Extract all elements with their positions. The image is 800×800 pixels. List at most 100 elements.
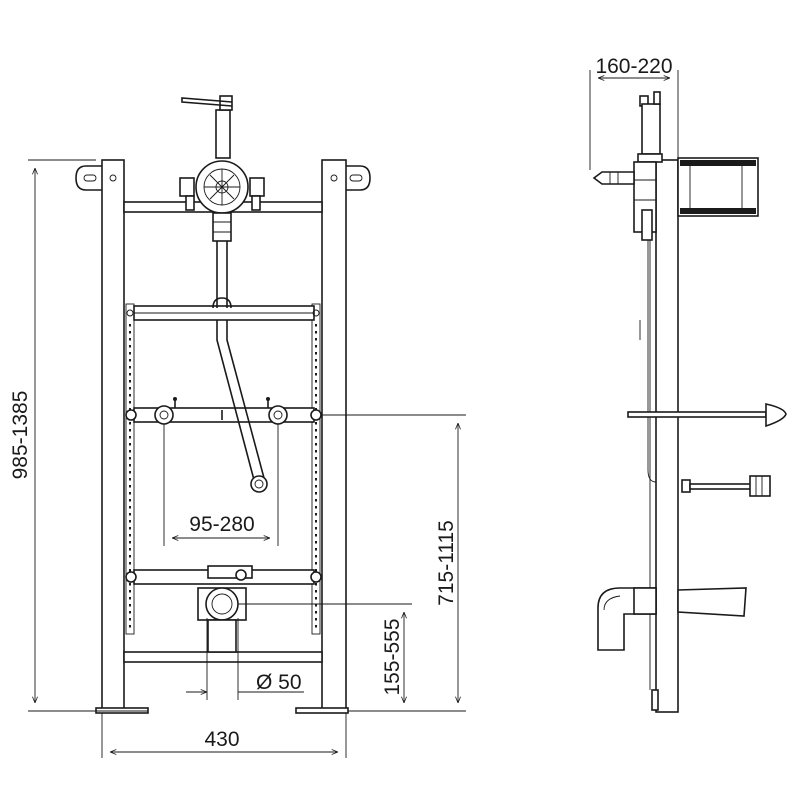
perforation-hole xyxy=(315,485,317,488)
perforation-hole xyxy=(315,562,317,565)
perforation-hole xyxy=(129,499,131,502)
perforation-hole xyxy=(315,457,317,460)
perforation-hole xyxy=(315,604,317,607)
perforation-hole xyxy=(129,471,131,474)
perforation-hole xyxy=(315,366,317,369)
perforation-hole xyxy=(129,359,131,362)
hanger-rod xyxy=(627,411,767,418)
perforation-hole xyxy=(315,520,317,523)
perforation-hole xyxy=(129,492,131,495)
perforation-hole xyxy=(129,345,131,348)
side-post xyxy=(655,159,679,713)
side-outlet-flange xyxy=(677,587,747,617)
perforation-hole xyxy=(129,548,131,551)
base-bar xyxy=(123,651,323,663)
perforation-hole xyxy=(129,338,131,341)
side-valve-stem xyxy=(641,103,661,155)
drain-connector xyxy=(250,475,268,493)
perforation-hole xyxy=(129,604,131,607)
perforation-hole xyxy=(129,408,131,411)
left-mounting-tab xyxy=(75,165,102,191)
perforation-hole xyxy=(129,590,131,593)
perforation-hole xyxy=(315,478,317,481)
outlet-pipe xyxy=(205,587,239,621)
perforation-hole xyxy=(315,625,317,628)
depth-label: 160-220 xyxy=(595,55,672,78)
left-foot xyxy=(95,707,149,714)
perforation-hole xyxy=(129,527,131,530)
perforation-hole xyxy=(315,583,317,586)
perforation-hole xyxy=(315,387,317,390)
perforation-hole xyxy=(129,534,131,537)
perforation-hole xyxy=(315,590,317,593)
perforation-hole xyxy=(315,541,317,544)
width-label: 430 xyxy=(204,728,239,751)
perforation-hole xyxy=(315,555,317,558)
perforation-hole xyxy=(315,380,317,383)
perforation-hole xyxy=(129,569,131,572)
perforation-hole xyxy=(315,422,317,425)
perforation-hole xyxy=(129,387,131,390)
perforation-hole xyxy=(315,324,317,327)
outlet-height-label: 155-555 xyxy=(381,618,404,695)
perforation-hole xyxy=(315,450,317,453)
total-height-label: 985-1385 xyxy=(9,391,32,480)
perforation-hole xyxy=(129,597,131,600)
side-box-module xyxy=(677,157,759,217)
perforation-hole xyxy=(315,513,317,516)
perforation-hole xyxy=(315,506,317,509)
axis-spacing-label: 95-280 xyxy=(189,513,254,536)
right-hanger-bolt xyxy=(268,405,288,425)
perforation-hole xyxy=(129,422,131,425)
threaded-connector xyxy=(689,483,753,490)
outlet-diameter-label: Ø 50 xyxy=(256,671,302,694)
perforation-hole xyxy=(129,331,131,334)
perforation-hole xyxy=(315,436,317,439)
perforation-hole xyxy=(315,569,317,572)
perforation-hole xyxy=(315,373,317,376)
perforation-hole xyxy=(315,527,317,530)
right-foot xyxy=(295,707,349,714)
perforation-hole xyxy=(315,534,317,537)
drain-pipe xyxy=(216,320,265,481)
perforation-hole xyxy=(315,548,317,551)
perforation-hole xyxy=(129,464,131,467)
perforation-hole xyxy=(129,611,131,614)
perforation-hole xyxy=(129,506,131,509)
mount-height-label: 715-1115 xyxy=(435,520,458,606)
perforation-hole xyxy=(129,485,131,488)
side-valve-handle xyxy=(592,171,635,185)
valve-handle xyxy=(181,97,233,107)
perforation-hole xyxy=(129,520,131,523)
perforation-hole xyxy=(129,618,131,621)
perforation-hole xyxy=(315,611,317,614)
perforation-hole xyxy=(129,352,131,355)
perforation-hole xyxy=(129,541,131,544)
perforation-hole xyxy=(129,450,131,453)
perforation-hole xyxy=(129,562,131,565)
perforation-hole xyxy=(129,513,131,516)
perforation-hole xyxy=(129,478,131,481)
left-hanger-bolt xyxy=(154,405,174,425)
supply-pipe xyxy=(216,241,228,308)
left-post xyxy=(101,159,125,711)
perforation-hole xyxy=(315,394,317,397)
perforation-hole xyxy=(129,380,131,383)
perforation-hole xyxy=(129,457,131,460)
perforation-hole xyxy=(315,429,317,432)
perforation-hole xyxy=(315,464,317,467)
perforation-hole xyxy=(315,443,317,446)
perforation-hole xyxy=(129,324,131,327)
perforation-hole xyxy=(129,555,131,558)
perforation-hole xyxy=(315,618,317,621)
perforation-hole xyxy=(129,394,131,397)
perforation-hole xyxy=(129,583,131,586)
perforation-hole xyxy=(315,499,317,502)
perforation-hole xyxy=(315,359,317,362)
perforation-hole xyxy=(315,492,317,495)
perforation-hole xyxy=(129,401,131,404)
valve-stem xyxy=(215,109,231,159)
perforation-hole xyxy=(315,471,317,474)
perforation-hole xyxy=(129,443,131,446)
perforation-hole xyxy=(315,345,317,348)
